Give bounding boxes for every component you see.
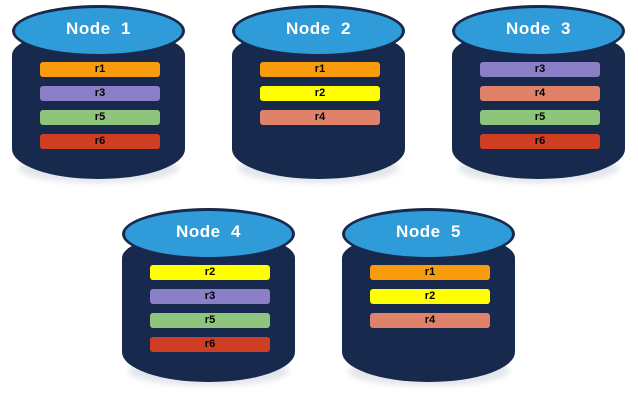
- replica-list: r1 r2 r4: [370, 265, 490, 337]
- replica-list: r2 r3 r5 r6: [150, 265, 270, 361]
- node-cylinder-top: [342, 208, 515, 260]
- replica-bar[interactable]: r3: [40, 86, 160, 101]
- replica-bar[interactable]: r4: [260, 110, 380, 125]
- replica-bar[interactable]: r4: [480, 86, 600, 101]
- replica-bar[interactable]: r5: [480, 110, 600, 125]
- node-title: Node 5: [396, 222, 461, 241]
- replica-bar[interactable]: r3: [480, 62, 600, 77]
- database-node[interactable]: Node 5 r1 r2 r4: [342, 206, 515, 387]
- database-node[interactable]: Node 2 r1 r2 r4: [232, 3, 405, 184]
- database-node[interactable]: Node 1 r1 r3 r5 r6: [12, 3, 185, 184]
- replica-bar[interactable]: r2: [260, 86, 380, 101]
- node-title: Node 3: [506, 19, 571, 38]
- node-cylinder-top: [122, 208, 295, 260]
- node-cylinder-top: [452, 5, 625, 57]
- replica-bar[interactable]: r6: [480, 134, 600, 149]
- database-node[interactable]: Node 3 r3 r4 r5 r6: [452, 3, 625, 184]
- node-title: Node 1: [66, 19, 131, 38]
- replica-bar[interactable]: r5: [150, 313, 270, 328]
- database-node[interactable]: Node 4 r2 r3 r5 r6: [122, 206, 295, 387]
- replica-bar[interactable]: r6: [40, 134, 160, 149]
- replica-bar[interactable]: r4: [370, 313, 490, 328]
- node-title: Node 4: [176, 222, 241, 241]
- node-cylinder-top: [232, 5, 405, 57]
- replica-bar[interactable]: r5: [40, 110, 160, 125]
- replica-list: r3 r4 r5 r6: [480, 62, 600, 158]
- replica-bar[interactable]: r2: [150, 265, 270, 280]
- replica-bar[interactable]: r6: [150, 337, 270, 352]
- replica-bar[interactable]: r1: [40, 62, 160, 77]
- replica-list: r1 r3 r5 r6: [40, 62, 160, 158]
- replica-bar[interactable]: r1: [260, 62, 380, 77]
- replica-list: r1 r2 r4: [260, 62, 380, 134]
- node-title: Node 2: [286, 19, 351, 38]
- node-cylinder-top: [12, 5, 185, 57]
- replica-bar[interactable]: r3: [150, 289, 270, 304]
- replica-bar[interactable]: r2: [370, 289, 490, 304]
- replica-bar[interactable]: r1: [370, 265, 490, 280]
